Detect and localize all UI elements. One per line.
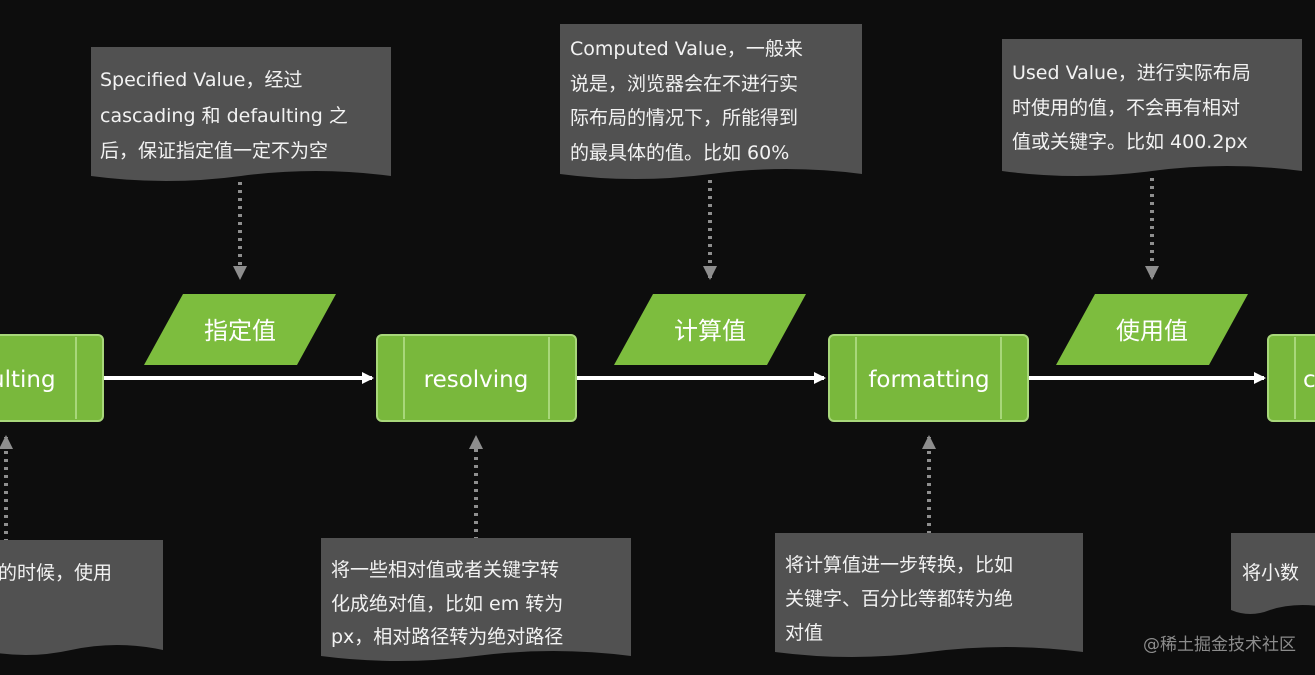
note-line: 的最具体的值。比如 60% — [570, 142, 789, 164]
value-specified: 指定值 — [144, 294, 336, 365]
note-computed-value: Computed Value，一般来 说是，浏览器会在不进行实 际布局的情况下，… — [560, 24, 862, 179]
process-label: resolving — [424, 367, 529, 393]
note-shape — [0, 540, 163, 655]
parallelogram-shape — [1056, 294, 1248, 365]
value-label: 计算值 — [674, 317, 746, 345]
note-line: Computed Value，一般来 — [570, 38, 803, 60]
note-line: 际布局的情况下，所能得到 — [570, 107, 798, 129]
note-shape — [1231, 533, 1315, 614]
note-specified-value: Specified Value，经过 cascading 和 defaultin… — [91, 47, 391, 181]
process-box — [1267, 334, 1315, 422]
watermark: @稀土掘金技术社区 — [1143, 635, 1296, 655]
note-connectors — [0, 178, 1159, 542]
note-line: 时使用的值，不会再有相对 — [1012, 97, 1240, 119]
value-label: 指定值 — [204, 317, 276, 345]
note-used-value: Used Value，进行实际布局 时使用的值，不会再有相对 值或关键字。比如 … — [1002, 39, 1302, 176]
process-defaulting: ulting — [0, 334, 104, 422]
note-formatting: 将计算值进一步转换，比如 关键字、百分比等都转为绝 对值 — [775, 533, 1083, 657]
process-next: c — [1267, 334, 1315, 422]
value-used: 使用值 — [1056, 294, 1248, 365]
process-label: ulting — [0, 367, 56, 393]
process-box — [828, 334, 1029, 422]
note-line: 说是，浏览器会在不进行实 — [570, 73, 798, 95]
note-line: 值或关键字。比如 400.2px — [1012, 131, 1248, 153]
note-line: 后，保证指定值一定不为空 — [100, 140, 328, 162]
parallelogram-shape — [614, 294, 806, 365]
note-line: 化成绝对值，比如 em 转为 — [331, 593, 563, 615]
note-line: px，相对路径转为绝对路径 — [331, 626, 563, 648]
process-box — [376, 334, 577, 422]
process-label: c — [1303, 367, 1315, 393]
note-defaulting: 的时候，使用 — [0, 540, 163, 655]
parallelogram-shape — [144, 294, 336, 365]
note-line: Specified Value，经过 — [100, 69, 302, 91]
note-line: 将计算值进一步转换，比如 — [785, 554, 1013, 576]
note-line: 的时候，使用 — [0, 562, 112, 584]
note-line: 关键字、百分比等都转为绝 — [785, 588, 1013, 610]
note-line: 将一些相对值或者关键字转 — [331, 559, 559, 581]
note-line: cascading 和 defaulting 之 — [100, 105, 348, 127]
value-computed: 计算值 — [614, 294, 806, 365]
process-box — [0, 334, 104, 422]
note-shape — [321, 538, 631, 661]
note-line: 将小数 — [1242, 562, 1299, 584]
process-resolving: resolving — [376, 334, 577, 422]
note-next: 将小数 — [1231, 533, 1315, 614]
value-label: 使用值 — [1116, 317, 1188, 345]
process-formatting: formatting — [828, 334, 1029, 422]
note-line: 对值 — [785, 622, 823, 644]
note-resolving: 将一些相对值或者关键字转 化成绝对值，比如 em 转为 px，相对路径转为绝对路… — [321, 538, 631, 661]
note-shape — [560, 24, 862, 179]
note-shape — [1002, 39, 1302, 176]
note-shape — [775, 533, 1083, 657]
note-line: Used Value，进行实际布局 — [1012, 62, 1251, 84]
note-shape — [91, 47, 391, 181]
process-label: formatting — [868, 367, 989, 393]
